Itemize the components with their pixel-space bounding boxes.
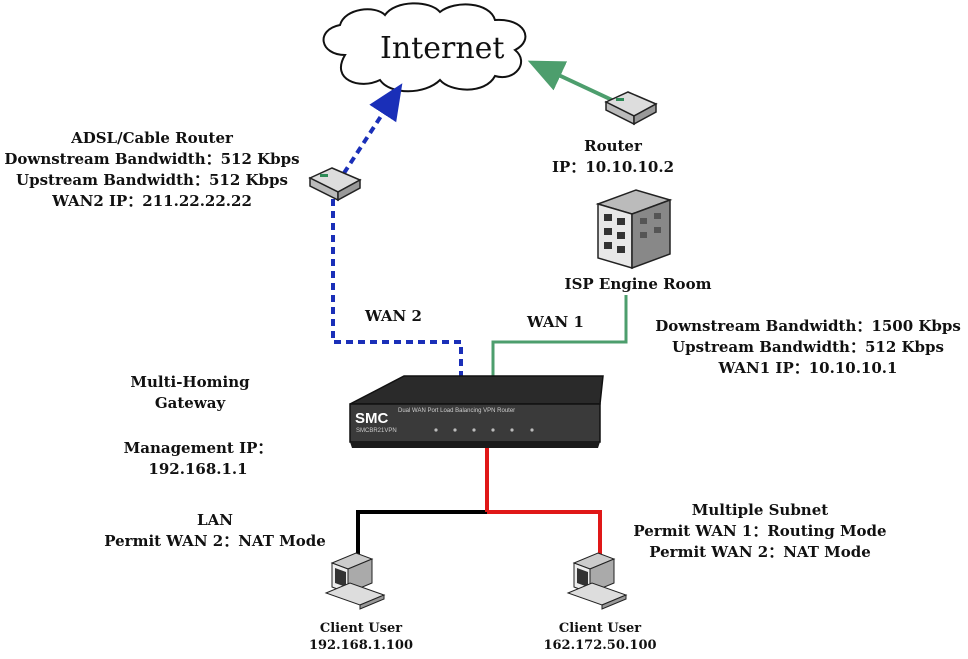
lan-info: LAN Permit WAN 2：NAT Mode [95,510,335,552]
wan2-link-label: WAN 2 [365,307,422,325]
client2-title: Client User [558,621,642,636]
gateway-title-line2: Gateway [154,394,226,412]
isp-building-icon [595,189,673,270]
client1-computer-icon [324,552,386,610]
adsl-wan2-ip: WAN2 IP：211.22.22.22 [52,192,252,210]
gateway-subtitle: Dual WAN Port Load Balancing VPN Router [398,408,516,414]
gateway-info: Multi-Homing Gateway [120,372,260,414]
internet-label: Internet [380,31,505,66]
wan1-ip: WAN1 IP：10.10.10.1 [718,359,898,377]
client2-info: Client User 162.172.50.100 [530,620,670,654]
isp-router-ip: IP：10.10.10.2 [551,158,675,176]
management-ip-label: Management IP： [123,439,273,457]
adsl-downstream: Downstream Bandwidth：512 Kbps [4,150,300,168]
isp-router-icon [604,91,658,126]
gateway-model: SMCBR21VPN [356,428,397,434]
adsl-upstream: Upstream Bandwidth：512 Kbps [16,171,288,189]
subnet-link [487,510,602,555]
gateway-brand: SMC [355,410,389,427]
wan1-link-label: WAN 1 [527,313,584,331]
client2-ip: 162.172.50.100 [543,638,657,653]
adsl-router-info: ADSL/Cable Router Downstream Bandwidth：5… [4,128,300,212]
isp-router-info: Router IP：10.10.10.2 [548,136,678,178]
adsl-router-title: ADSL/Cable Router [71,129,233,147]
wan1-downstream: Downstream Bandwidth：1500 Kbps [655,317,961,335]
client2-computer-icon [566,552,628,610]
lan-permit: Permit WAN 2：NAT Mode [104,532,326,550]
wan1-upstream: Upstream Bandwidth：512 Kbps [672,338,944,356]
client1-ip: 192.168.1.100 [308,638,414,653]
client1-info: Client User 192.168.1.100 [296,620,426,654]
wan1-link [491,295,628,378]
wan2-link [331,83,463,378]
subnet-title: Multiple Subnet [691,501,829,519]
management-info: Management IP： 192.168.1.1 [118,438,278,480]
isp-router-title: Router [584,137,642,155]
client1-title: Client User [319,621,403,636]
gateway-device-icon [349,375,604,448]
lan-title: LAN [197,511,233,529]
gateway-title-line1: Multi-Homing [130,373,250,391]
wan1-info: Downstream Bandwidth：1500 Kbps Upstream … [652,316,964,379]
subnet-permit-wan2: Permit WAN 2：NAT Mode [649,543,871,561]
management-ip-value: 192.168.1.1 [148,460,248,478]
subnet-info: Multiple Subnet Permit WAN 1：Routing Mod… [626,500,894,563]
adsl-router-icon [308,167,362,202]
isp-router-to-internet-link [527,60,613,102]
isp-room-label: ISP Engine Room [564,275,712,293]
lan-link [356,445,489,558]
subnet-permit-wan1: Permit WAN 1：Routing Mode [633,522,887,540]
